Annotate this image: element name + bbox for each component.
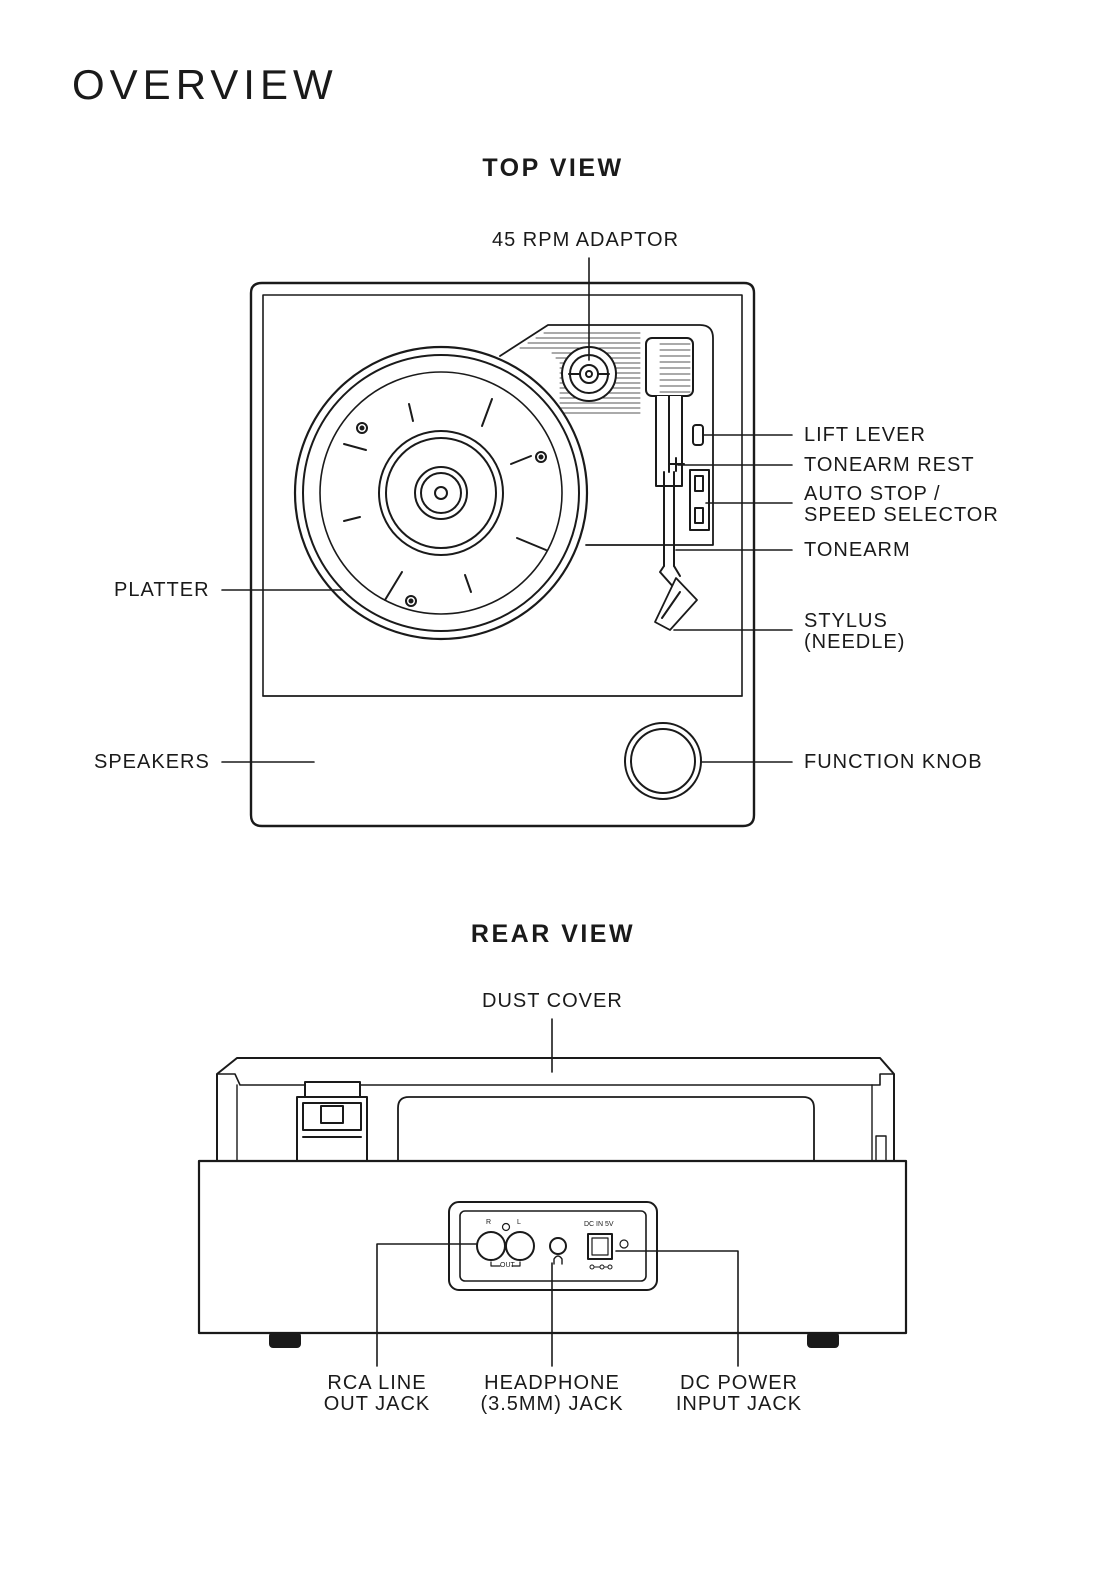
panel-mark-r: R <box>486 1219 491 1226</box>
dust-cover-hinge <box>297 1082 367 1161</box>
label-dc-line2: INPUT JACK <box>664 1394 814 1415</box>
label-45-rpm-adaptor: 45 RPM ADAPTOR <box>492 230 679 251</box>
label-stylus-line2: (NEEDLE) <box>804 632 905 653</box>
function-knob <box>625 723 701 799</box>
label-stylus: STYLUS (NEEDLE) <box>804 611 905 653</box>
panel-mark-l: L <box>517 1219 521 1226</box>
label-rca-line-out: RCA LINE OUT JACK <box>307 1373 447 1415</box>
tonearm <box>646 338 709 630</box>
label-headphone-line2: (3.5MM) JACK <box>467 1394 637 1415</box>
label-speakers: SPEAKERS <box>94 752 210 773</box>
label-dust-cover: DUST COVER <box>482 991 623 1012</box>
panel-mark-out: OUT <box>500 1262 515 1269</box>
label-headphone-line1: HEADPHONE <box>467 1373 637 1394</box>
label-tonearm: TONEARM <box>804 540 911 561</box>
panel-mark-dc-in: DC IN 5V <box>584 1221 614 1228</box>
label-auto-stop: AUTO STOP / SPEED SELECTOR <box>804 484 999 526</box>
label-auto-stop-line1: AUTO STOP / <box>804 484 999 505</box>
label-dc-line1: DC POWER <box>664 1373 814 1394</box>
label-tonearm-rest: TONEARM REST <box>804 455 975 476</box>
label-platter: PLATTER <box>114 580 210 601</box>
label-rca-line1: RCA LINE <box>307 1373 447 1394</box>
label-lift-lever: LIFT LEVER <box>804 425 926 446</box>
label-rca-line2: OUT JACK <box>307 1394 447 1415</box>
label-stylus-line1: STYLUS <box>804 611 905 632</box>
label-headphone-jack: HEADPHONE (3.5MM) JACK <box>467 1373 637 1415</box>
label-function-knob: FUNCTION KNOB <box>804 752 983 773</box>
label-dc-power-input: DC POWER INPUT JACK <box>664 1373 814 1415</box>
label-auto-stop-line2: SPEED SELECTOR <box>804 505 999 526</box>
platter <box>295 347 587 639</box>
